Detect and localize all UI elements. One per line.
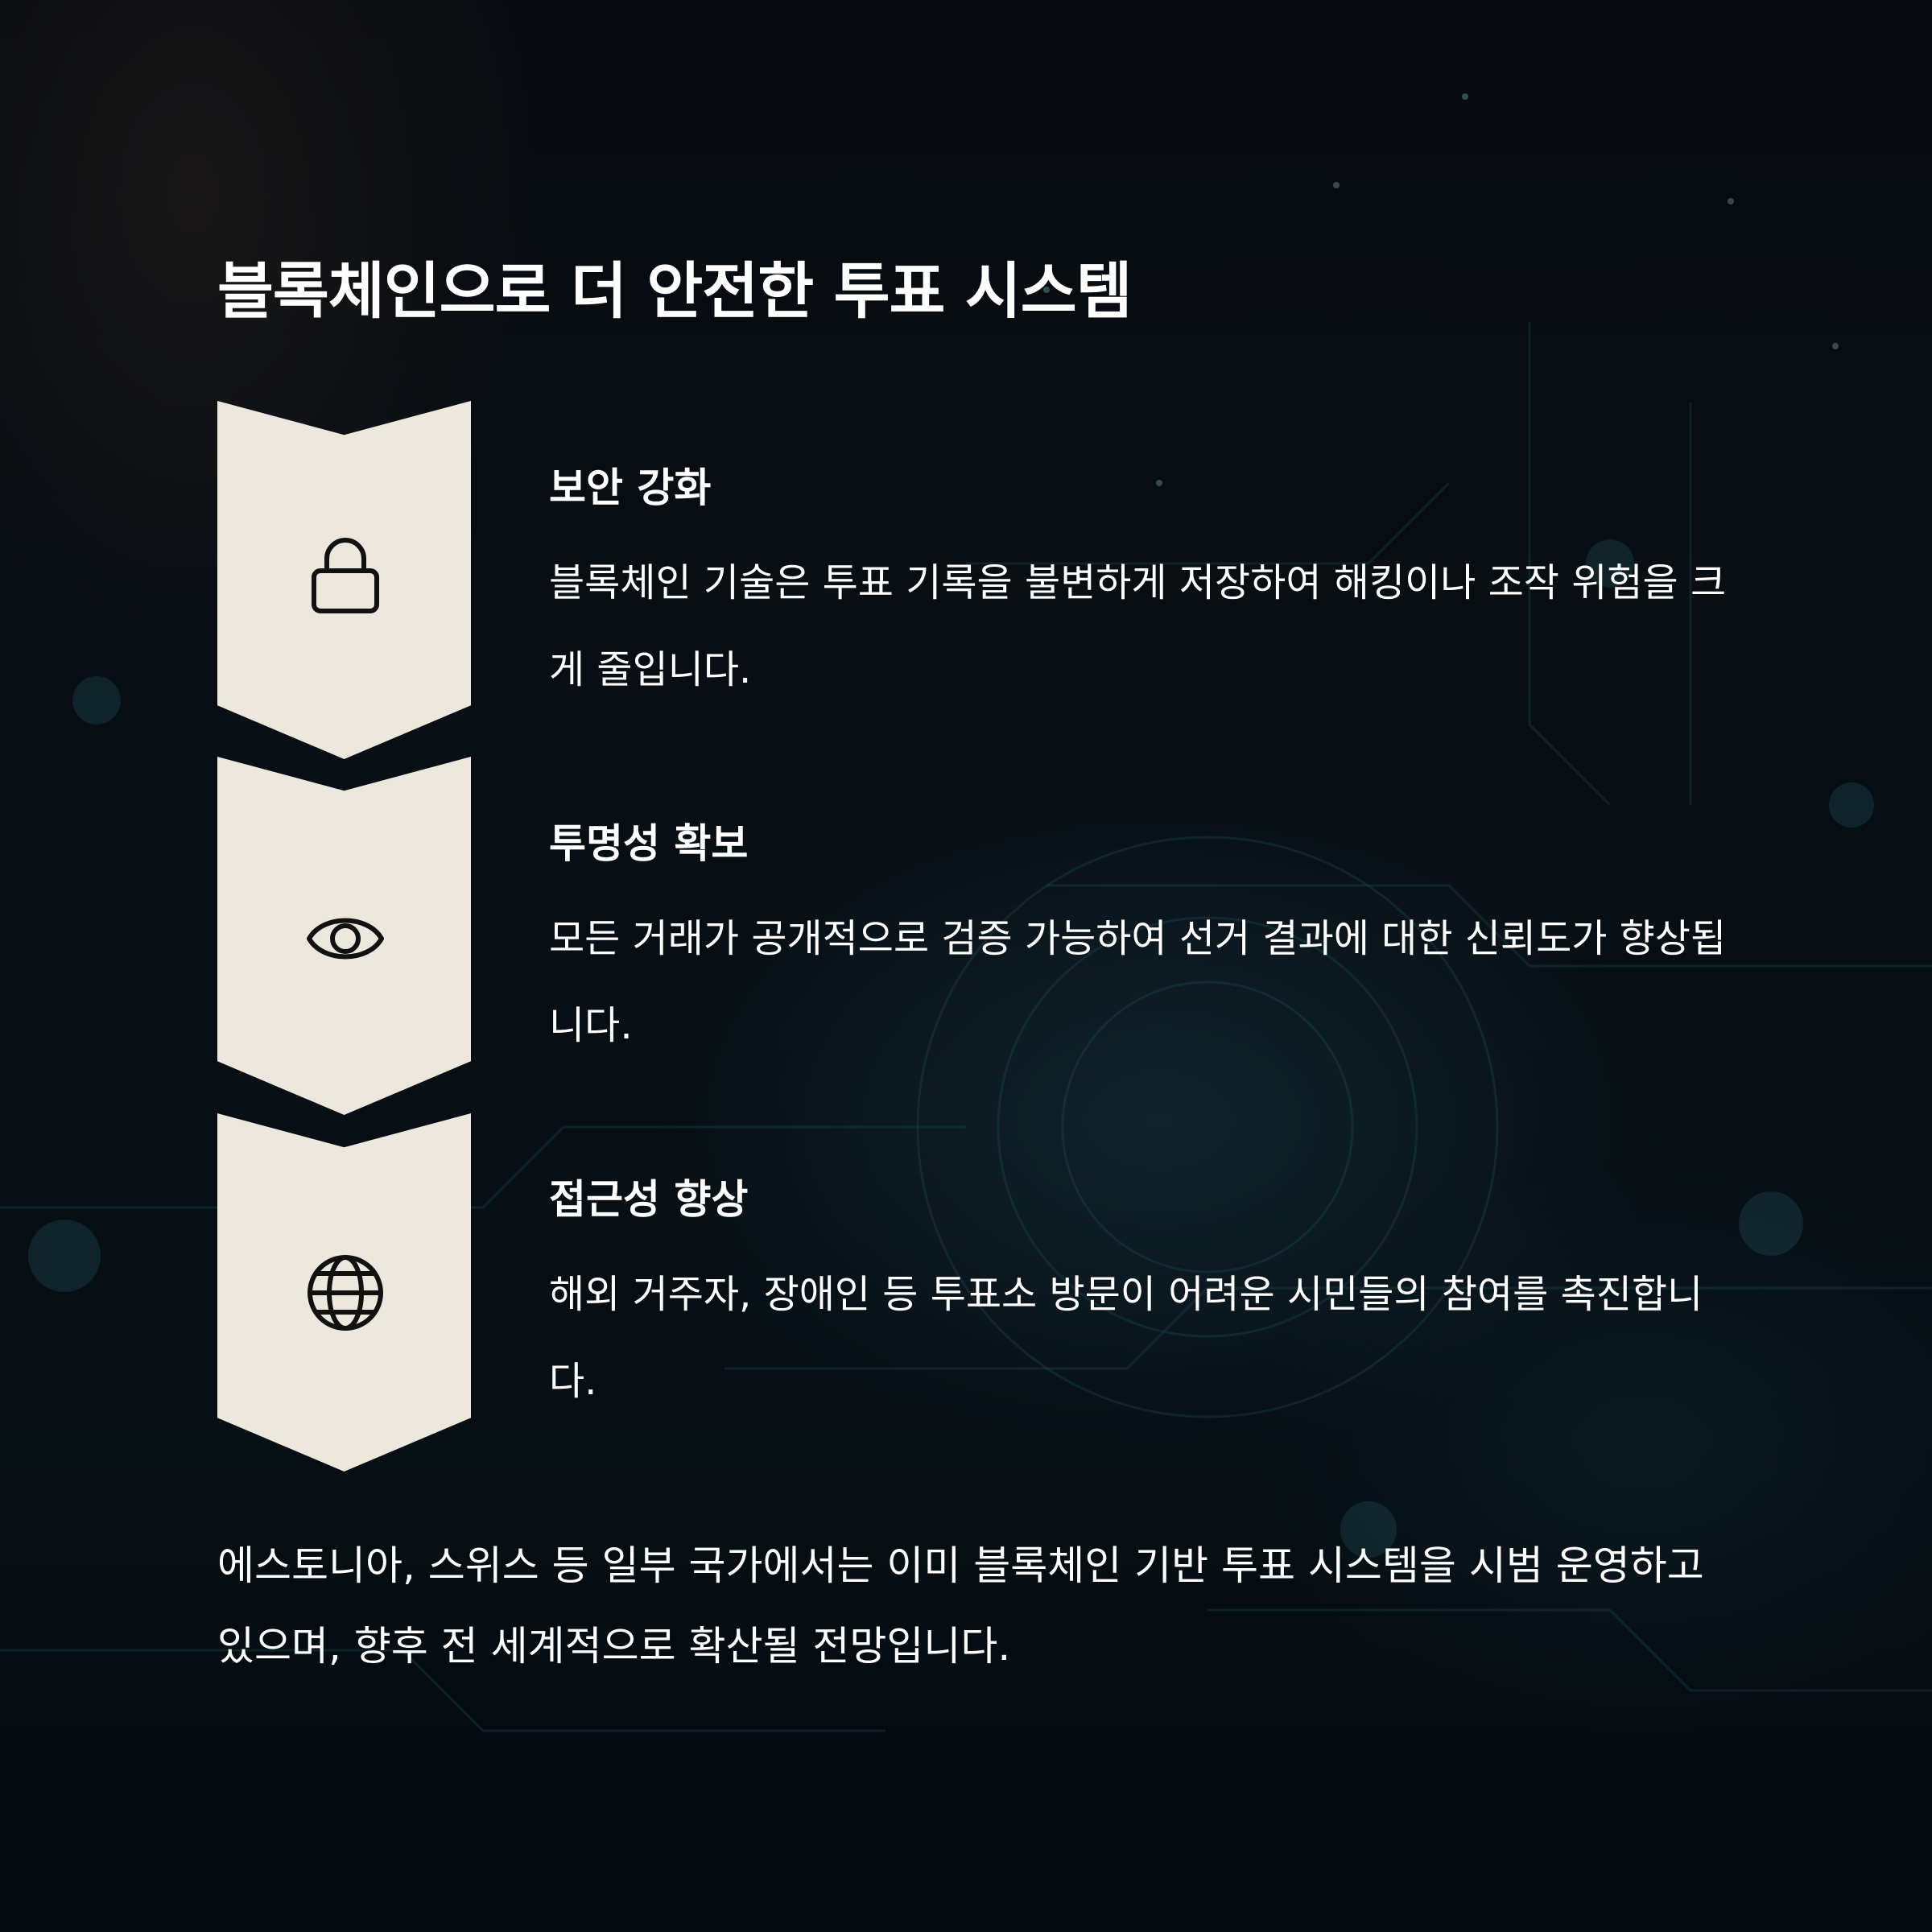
item-title-accessibility: 접근성 향상 [549, 1176, 749, 1223]
item-desc-security: 블록체인 기술은 투표 기록을 불변하게 저장하여 해킹이나 조작 위험을 크게… [549, 560, 1727, 692]
globe-icon [305, 1253, 386, 1333]
item-title-transparency: 투명성 확보 [549, 820, 749, 867]
page-title: 블록체인으로 더 안전한 투표 시스템 [217, 255, 1133, 327]
chevron-step-2 [217, 757, 471, 1115]
footer-text: 에스토니아, 스위스 등 일부 국가에서는 이미 블록체인 기반 투표 시스템을… [217, 1542, 1704, 1670]
item-title-security: 보안 강화 [549, 464, 712, 511]
chevron-step-1 [217, 401, 471, 759]
lock-icon [305, 535, 386, 615]
item-desc-accessibility: 해외 거주자, 장애인 등 투표소 방문이 어려운 시민들의 참여를 촉진합니다… [549, 1272, 1703, 1404]
item-desc-transparency: 모든 거래가 공개적으로 검증 가능하여 선거 결과에 대한 신뢰도가 향상됩니… [549, 916, 1727, 1048]
eye-icon [305, 898, 386, 979]
